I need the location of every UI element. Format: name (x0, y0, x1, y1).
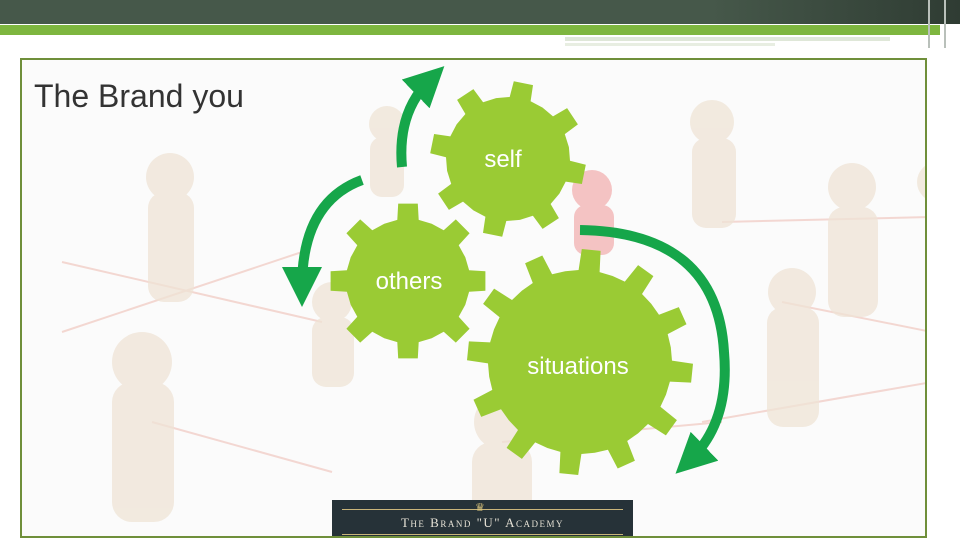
logo-rule-top (342, 509, 623, 510)
gear-shape (330, 203, 486, 359)
slide-title: The Brand you (34, 78, 244, 114)
background-figures (112, 100, 925, 536)
gear-shape (467, 249, 693, 475)
cycle-arrow-icon (282, 175, 364, 307)
gear-icon (430, 81, 586, 237)
accent-line-short (565, 43, 775, 46)
accent-stripe (0, 25, 940, 35)
slide-frame: self others situations The Brand you ♛ T… (20, 58, 927, 538)
logo-text: The Brand "U" Academy (400, 515, 565, 530)
top-banner-shade (710, 0, 960, 24)
slide-graphic: self others situations (61, 66, 925, 536)
crown-icon: ♛ (475, 501, 485, 514)
academy-logo: ♛ The Brand "U" Academy (332, 500, 633, 536)
gear-shape (430, 81, 586, 237)
accent-line (565, 37, 890, 41)
corner-ticks (928, 0, 946, 48)
gear-icon (467, 249, 693, 475)
logo-rule-bottom (342, 534, 623, 535)
gear-label-situations: situations (527, 353, 628, 380)
cycle-arrow-icon (579, 225, 730, 474)
gear-label-others: others (376, 268, 443, 295)
gear-icon (330, 203, 486, 359)
gear-label-self: self (484, 146, 522, 173)
cycle-arrow-icon (396, 66, 445, 168)
